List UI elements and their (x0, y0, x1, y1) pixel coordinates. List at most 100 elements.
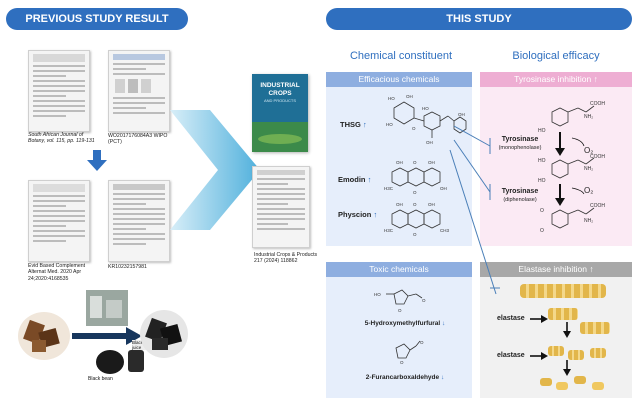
svg-text:O: O (413, 202, 417, 207)
doc1-caption: South African Journal of Botany, vol. 11… (28, 132, 95, 145)
big-chevron-arrow (170, 110, 260, 230)
raw-root-photo (18, 312, 70, 360)
svg-text:OH: OH (426, 140, 433, 145)
svg-text:H3C: H3C (384, 228, 394, 233)
journal-title: INDUSTRIAL CROPS (260, 82, 300, 97)
elastin-fragment-5 (556, 382, 568, 390)
black-bean-label: Black bean (86, 376, 115, 382)
svg-text:OH: OH (406, 94, 413, 99)
elastin-fragment-1 (548, 346, 564, 356)
processed-root-photo (140, 310, 188, 358)
down-arrow-icon: ↓ (440, 374, 445, 381)
svg-text:O: O (413, 160, 417, 165)
biological-efficacy-title: Biological efficacy (512, 50, 600, 62)
doc2-caption: WO2017176084A3 WIPO (PCT) (108, 133, 168, 146)
o2-label-1: O₂ (584, 146, 594, 155)
elastin-fragment-3 (590, 348, 606, 358)
up-arrow-icon: ↑ (367, 175, 372, 184)
svg-text:OH: OH (396, 160, 403, 165)
ho-label-3: HO (538, 178, 546, 184)
svg-text:O: O (413, 232, 417, 237)
o-label-2: O (540, 228, 544, 234)
elastase-label-2: elastase (497, 352, 525, 359)
previous-study-header: PREVIOUS STUDY RESULT (6, 8, 188, 30)
elastin-fiber-1 (520, 284, 606, 298)
svg-text:O: O (400, 360, 404, 364)
thsg-label: THSG ↑ (340, 120, 367, 129)
svg-text:H3C: H3C (384, 186, 394, 191)
kr-patent-thumbnail (108, 180, 170, 262)
svg-text:OH: OH (440, 186, 447, 191)
up-arrow-icon: ↑ (373, 210, 378, 219)
toxic-title: Toxic chemicals (326, 262, 472, 277)
processing-equipment-photo (86, 290, 128, 326)
emodin-label: Emodin ↑ (338, 175, 372, 184)
ho-label-1: HO (538, 128, 546, 134)
svg-text:HO: HO (422, 106, 429, 111)
svg-text:O: O (398, 308, 402, 313)
down-arrow-icon (87, 150, 107, 171)
black-bean-photo (96, 350, 124, 374)
thsg-structure: HO OH HO O OH HO OH (386, 94, 467, 145)
juice-bottle-photo (128, 350, 144, 372)
tyrosine-pathway-structures (551, 105, 595, 229)
svg-text:O: O (412, 126, 416, 131)
right-arrow-icon (530, 352, 548, 360)
elastin-fiber-3 (580, 322, 610, 334)
up-arrow-icon: ↑ (589, 264, 594, 274)
process-arrow-icon (72, 327, 142, 345)
tyrosinase-monophenolase: Tyrosinase(monophenolase) (498, 136, 542, 151)
elastase-title: Elastase inhibition ↑ (480, 262, 632, 277)
nh2-label-1: NH₂ (584, 114, 594, 120)
svg-text:CH3: CH3 (440, 228, 449, 233)
tyrosinase-panel: Tyrosinase inhibition ↑ (480, 72, 632, 246)
cooh-label-3: COOH (590, 203, 605, 209)
tyrosinase-diphenolase: Tyrosinase(diphenolase) (501, 188, 539, 203)
journal-subtitle: AND PRODUCTS (263, 98, 296, 103)
svg-text:OH: OH (458, 112, 465, 117)
efficacious-title: Efficacious chemicals (326, 72, 472, 87)
right-arrow-icon (530, 315, 548, 323)
elastin-fragment-6 (574, 376, 586, 384)
svg-text:O: O (422, 298, 426, 303)
physcion-label: Physcion ↑ (338, 210, 378, 219)
tyrosinase-title: Tyrosinase inhibition ↑ (480, 72, 632, 87)
emodin-structure: OH O OH H3C O OH (384, 160, 447, 195)
o2-label-2: O₂ (584, 186, 594, 195)
elastin-fiber-2 (548, 308, 578, 320)
doc3-caption: Evid Based Complement Alternat Med. 2020… (28, 263, 86, 282)
svg-text:HO: HO (388, 96, 395, 101)
elastin-fragment-7 (592, 382, 604, 390)
hmf-label: 5-Hydroxymethylfurfural ↓ (364, 320, 446, 327)
furfural-structure: OO (395, 340, 424, 364)
cooh-label-1: COOH (590, 101, 605, 107)
o-label-1: O (540, 208, 544, 214)
efficacious-panel: Efficacious chemicals (326, 72, 472, 246)
svg-text:OH: OH (428, 160, 435, 165)
ho-label-2: HO (538, 158, 546, 164)
up-arrow-icon: ↑ (593, 74, 598, 84)
elastin-fragment-4 (540, 378, 552, 386)
svg-text:O: O (413, 190, 417, 195)
toxic-panel: Toxic chemicals (326, 262, 472, 398)
journal-article-thumbnail (28, 50, 90, 132)
svg-text:O: O (420, 340, 424, 345)
svg-text:HO: HO (386, 122, 393, 127)
svg-text:OH: OH (396, 202, 403, 207)
nh2-label-3: NH₂ (584, 218, 594, 224)
svg-text:OH: OH (428, 202, 435, 207)
chemical-constituent-title: Chemical constituent (349, 50, 453, 62)
elastin-fragment-2 (568, 350, 584, 360)
nh2-label-2: NH₂ (584, 166, 594, 172)
elastase-label-1: elastase (497, 315, 525, 322)
journal-cover: INDUSTRIAL CROPS AND PRODUCTS (252, 74, 308, 152)
down-arrow-icon (563, 322, 571, 338)
patent-thumbnail (108, 50, 170, 132)
up-arrow-icon: ↑ (362, 120, 367, 129)
article-caption: Industrial Crops & Products 217 (2024) 1… (254, 252, 318, 265)
furfural-label: 2-Furancarboxaldehyde ↓ (365, 374, 445, 381)
this-study-header: THIS STUDY (326, 8, 632, 30)
down-arrow-icon: ↓ (442, 320, 446, 327)
doc4-caption: KR10232157981 (108, 264, 147, 270)
